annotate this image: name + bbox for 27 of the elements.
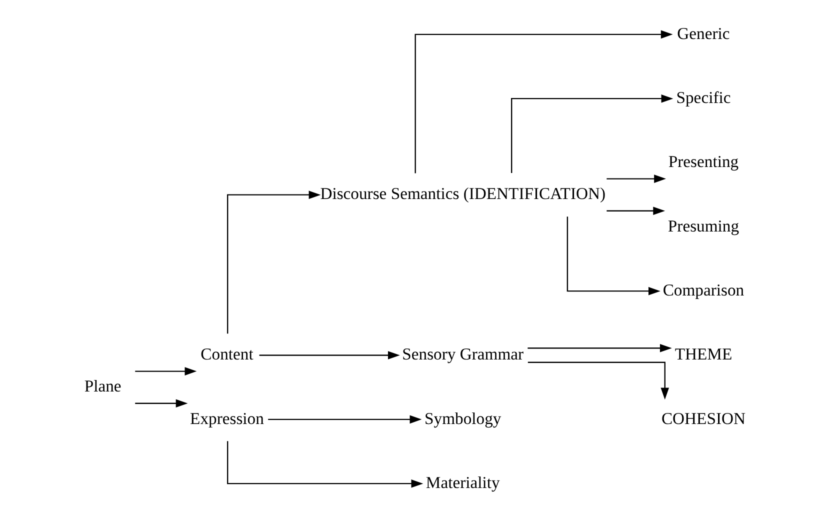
arrow: [226, 441, 423, 488]
node-text: Presenting: [668, 152, 738, 172]
arrow: [527, 362, 669, 400]
node-text: THEME: [674, 344, 732, 364]
arrow: [258, 351, 400, 360]
arrow: [566, 216, 660, 296]
node-text: Sensory Grammar: [402, 344, 524, 364]
node-text: Presuming: [667, 216, 739, 236]
arrow: [606, 206, 665, 216]
arrow: [527, 344, 672, 352]
node-text: Materiality: [425, 472, 500, 492]
node-text: Symbology: [424, 408, 501, 428]
node-text: Content: [200, 344, 253, 364]
node-text: Discourse Semantics (IDENTIFICATION): [320, 184, 606, 204]
arrow: [510, 94, 673, 173]
arrow: [606, 174, 666, 183]
node-text: Specific: [676, 88, 730, 107]
node-text: COHESION: [660, 408, 746, 428]
node-text: Expression: [190, 408, 264, 428]
node-text: Generic: [676, 24, 730, 43]
arrow: [268, 415, 422, 424]
arrow: [134, 367, 196, 376]
arrow: [134, 399, 188, 408]
node-text: Plane: [84, 376, 121, 396]
node-text: Comparison: [662, 280, 744, 300]
arrow: [414, 30, 672, 174]
arrow: [226, 190, 320, 334]
